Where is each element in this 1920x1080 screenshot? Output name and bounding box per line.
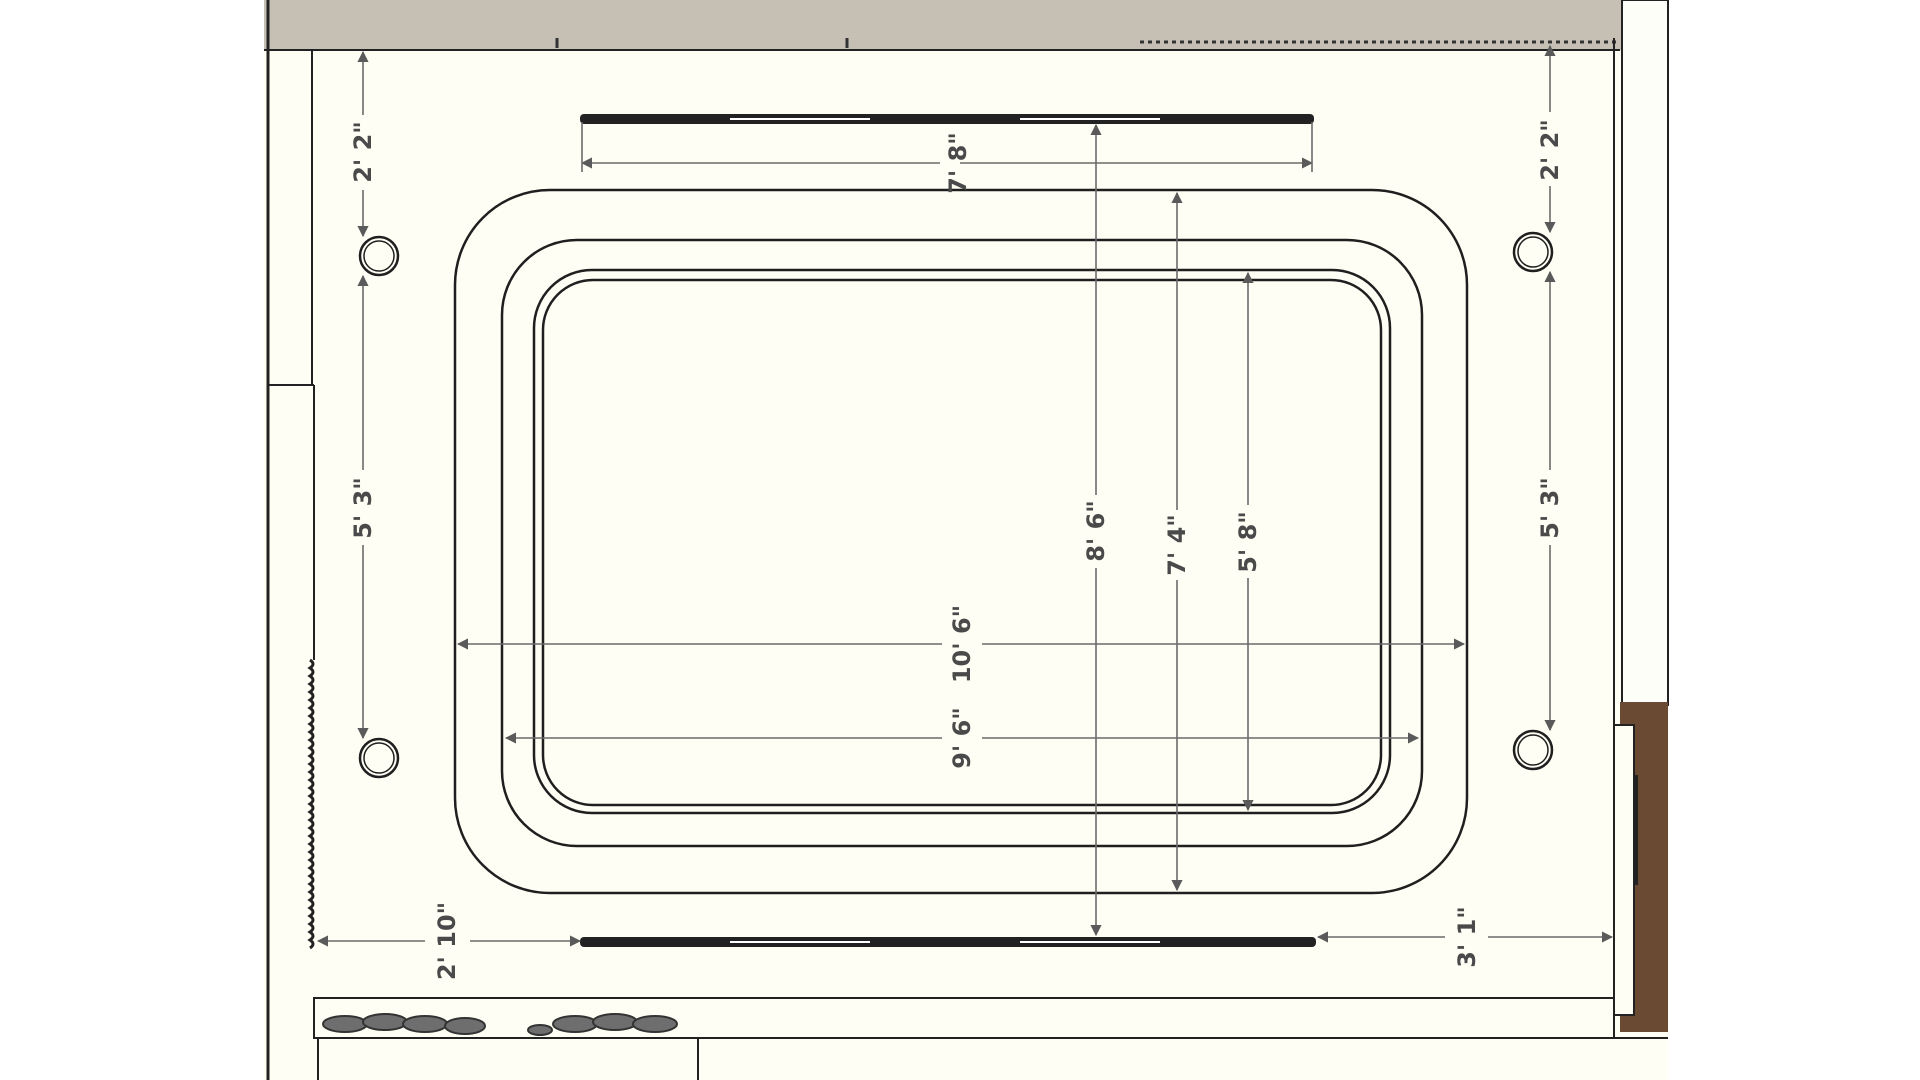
- dim-label-table-mid-length: 7' 4": [1163, 514, 1191, 576]
- door-handle: [1613, 724, 1635, 1016]
- right-wall-strip: [1621, 0, 1669, 706]
- plant-decoration: [322, 1013, 678, 1036]
- table-playfield: [541, 278, 1383, 807]
- downlight-bottom-right: [1512, 729, 1554, 771]
- dim-label-top-clearance-left: 2' 2": [349, 121, 377, 183]
- dim-label-bottom-clearance-right: 3' 1": [1453, 906, 1481, 968]
- table-mid-rail: [500, 238, 1424, 848]
- dim-label-table-inner-length: 5' 8": [1234, 511, 1262, 573]
- downlight-top-left: [358, 235, 400, 277]
- dim-label-table-mid-width: 9' 6": [948, 707, 976, 769]
- dim-label-fixture-width: 7' 8": [944, 132, 972, 194]
- downlight-top-right: [1512, 231, 1554, 273]
- bottom-wall: [313, 997, 1615, 1039]
- light-bar-bottom: [580, 937, 1316, 947]
- dim-label-table-outer-width: 10' 6": [948, 605, 976, 683]
- light-bar-top: [580, 114, 1314, 124]
- dim-label-table-outer-length: 8' 6": [1082, 500, 1110, 562]
- table-outer-rail: [453, 188, 1469, 895]
- top-wall: [264, 0, 1622, 50]
- dim-label-bottom-clearance-left: 2' 10": [433, 902, 461, 980]
- dim-label-top-clearance-right: 2' 2": [1536, 119, 1564, 181]
- table-cushion-outer: [532, 268, 1392, 815]
- radiator-left: [307, 658, 315, 950]
- dim-label-side-left: 5' 3": [349, 477, 377, 539]
- dim-label-side-right: 5' 3": [1536, 477, 1564, 539]
- downlight-bottom-left: [358, 737, 400, 779]
